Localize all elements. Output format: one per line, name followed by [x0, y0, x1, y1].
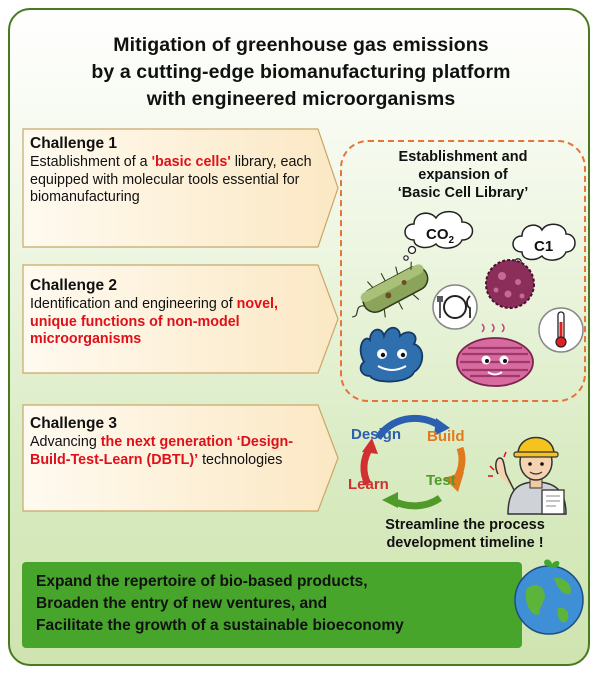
co2-label: CO2 [426, 226, 455, 246]
challenge-arrow-shape [22, 128, 339, 248]
dbtl-build-label: Build [427, 428, 465, 445]
challenge-3-heading: Challenge 3 [30, 415, 117, 432]
title-line-3: with engineered microorganisms [146, 88, 456, 110]
challenge-1-text: Establishment of a 'basic cells' library… [30, 154, 312, 205]
co2-bubble [403, 210, 474, 261]
thermometer-icon [538, 307, 584, 353]
dbtl-learn-label: Learn [348, 476, 389, 493]
basic-cell-library-panel: Establishment and expansion of ‘Basic Ce… [340, 140, 586, 402]
goal-line-3: Facilitate the growth of a sustainable b… [36, 617, 404, 634]
challenge-2-text: Identification and engineering of novel,… [30, 296, 278, 347]
challenge-3-text: Advancing the next generation ‘Design-Bu… [30, 434, 293, 468]
challenge-3-box: Challenge 3 Advancing the next generatio… [22, 404, 340, 512]
bottom-goals-band: Expand the repertoire of bio-based produ… [22, 562, 522, 648]
title-line-2: by a cutting-edge biomanufacturing platf… [91, 61, 511, 83]
library-title: Establishment and expansion of ‘Basic Ce… [397, 149, 529, 201]
challenge-1-heading: Challenge 1 [30, 135, 117, 152]
challenge-1-box: Challenge 1 Establishment of a 'basic ce… [22, 128, 340, 248]
challenge-2-box: Challenge 2 Identification and engineeri… [22, 264, 340, 374]
earth-globe-icon [514, 559, 584, 635]
plate-fork-knife-icon [432, 284, 478, 330]
goal-line-2: Broaden the entry of new ventures, and [36, 595, 328, 612]
title-line-1: Mitigation of greenhouse gas emissions [113, 34, 489, 56]
worker-icon [488, 436, 567, 515]
fungus-cell-icon [485, 259, 535, 309]
striped-cell-icon [456, 323, 534, 387]
dbtl-cycle-arrows [360, 414, 466, 510]
poster-frame: Mitigation of greenhouse gas emissions b… [8, 8, 590, 666]
goal-line-1: Expand the repertoire of bio-based produ… [36, 573, 368, 590]
bacterium-icon [352, 261, 429, 318]
challenge-arrow-shape [22, 404, 339, 512]
dbtl-test-label: Test [426, 472, 456, 489]
challenge-arrow-shape [22, 264, 339, 374]
poster-title: Mitigation of greenhouse gas emissions b… [10, 32, 588, 113]
challenge-2-heading: Challenge 2 [30, 277, 117, 294]
c1-label: C1 [534, 238, 554, 255]
blue-cell-icon [359, 326, 424, 383]
dbtl-design-label: Design [351, 426, 402, 443]
streamline-text: Streamline the process development timel… [385, 517, 545, 551]
